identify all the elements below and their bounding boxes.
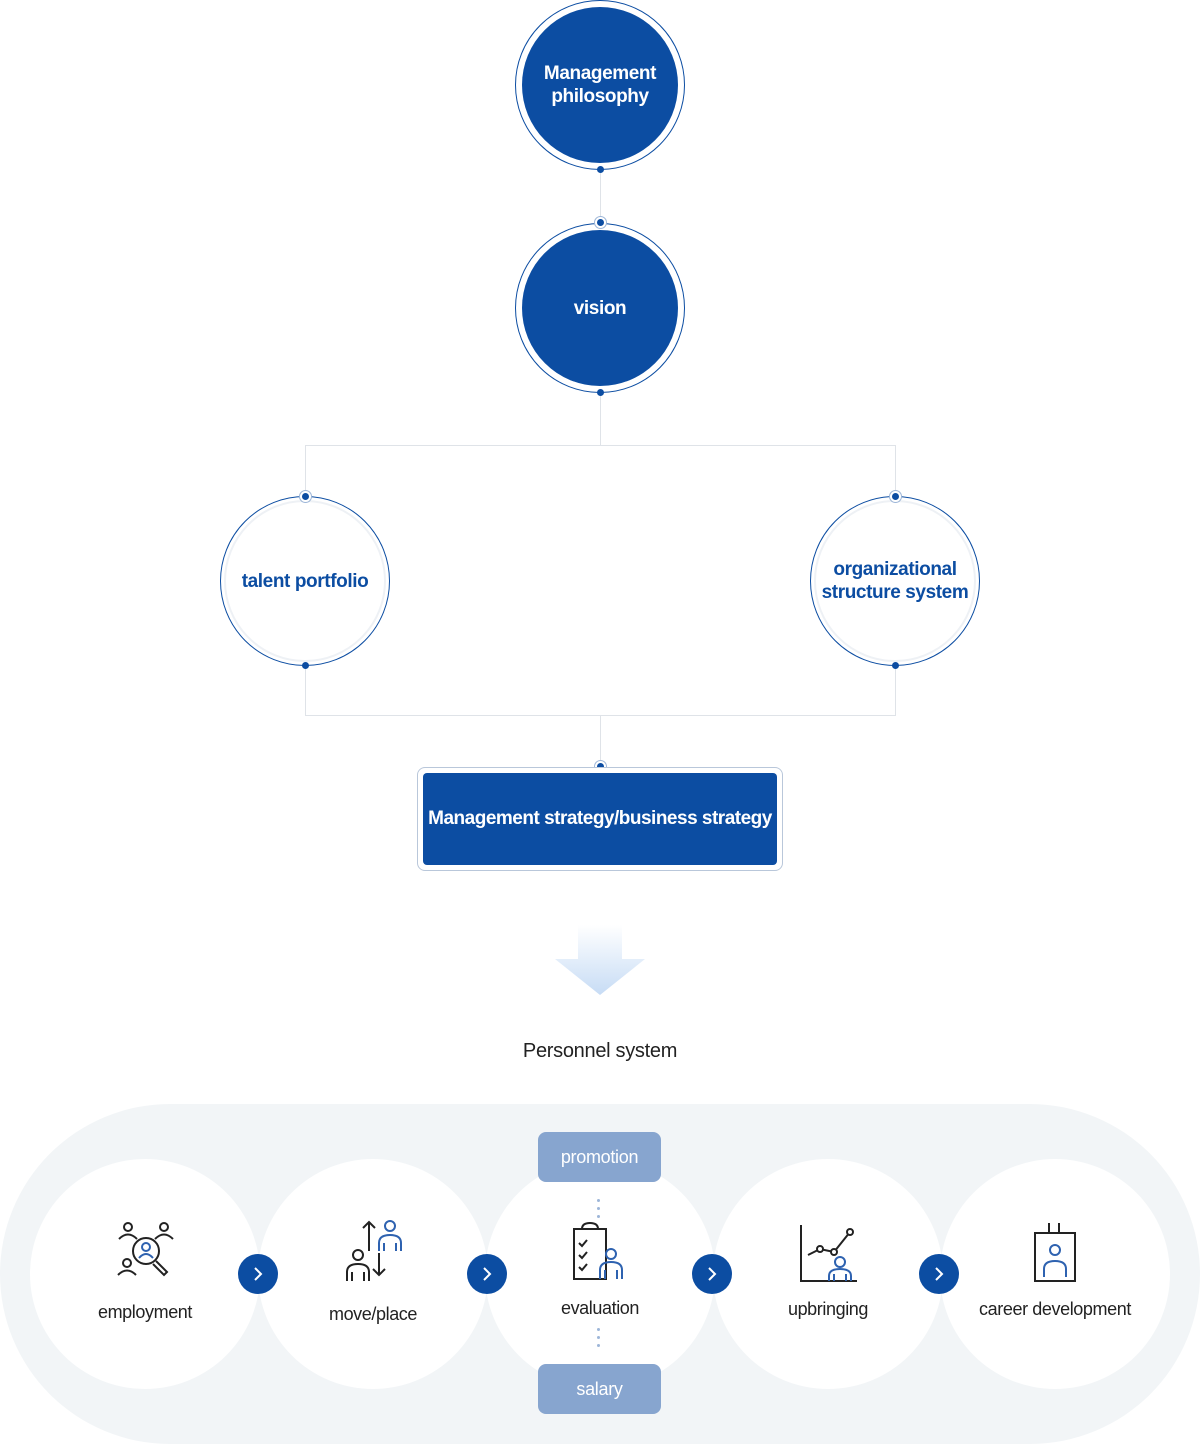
connector-merge-strategy [600, 715, 601, 767]
talent-circle-ring: talent portfolio [220, 496, 390, 666]
connector-dot [302, 493, 309, 500]
stage-label: upbringing [787, 1299, 869, 1319]
connector-dot [892, 493, 899, 500]
salary-label: salary [576, 1378, 623, 1399]
philosophy-circle-ring: Management philosophy [515, 0, 685, 170]
strategy-label: Management strategy/business strategy [428, 808, 772, 829]
employment-icon [117, 1222, 174, 1277]
promotion-label: promotion [560, 1146, 639, 1167]
org-label: organizational structure system [821, 559, 969, 603]
stage-evaluation: evaluation [485, 1159, 715, 1389]
dotted-connector-top [597, 1199, 601, 1223]
strategy-box-inner: Management strategy/business strategy [423, 773, 777, 865]
org-circle: organizational structure system [814, 500, 976, 662]
philosophy-label: Management philosophy [543, 63, 657, 107]
down-arrow-icon [555, 925, 645, 997]
salary-pill: salary [538, 1364, 661, 1414]
connector-vision-branch [600, 392, 601, 446]
promotion-pill: promotion [538, 1132, 661, 1182]
connector-dot [892, 662, 899, 669]
next-arrow-icon [467, 1254, 507, 1294]
stage-move-place: move/place [258, 1159, 488, 1389]
stage-upbringing: upbringing [713, 1159, 943, 1389]
stage-label: evaluation [560, 1298, 640, 1318]
connector-dot [597, 219, 604, 226]
connector-dot [302, 662, 309, 669]
connector-branch-left [305, 445, 306, 497]
vision-circle: vision [522, 230, 678, 386]
connector-dot [597, 389, 604, 396]
stage-employment: employment [30, 1159, 260, 1389]
personnel-system-title: Personnel system [522, 1040, 678, 1062]
career-development-icon [1034, 1223, 1076, 1282]
dotted-connector-bottom [597, 1328, 601, 1352]
org-circle-ring: organizational structure system [810, 496, 980, 666]
next-arrow-icon [692, 1254, 732, 1294]
stage-label: move/place [328, 1304, 418, 1324]
connector-merge-left [305, 666, 306, 716]
connector-dot [597, 763, 604, 770]
philosophy-circle: Management philosophy [522, 7, 678, 163]
connector-branch-top [305, 445, 896, 446]
connector-branch-right [895, 445, 896, 497]
stage-label: career development [979, 1299, 1131, 1319]
connector-merge-right [895, 666, 896, 716]
connector-dot [597, 166, 604, 173]
stage-label: employment [97, 1302, 193, 1322]
connector-philosophy-vision [600, 168, 601, 224]
talent-label: talent portfolio [241, 570, 369, 592]
strategy-box: Management strategy/business strategy [417, 767, 783, 871]
talent-circle: talent portfolio [224, 500, 386, 662]
stage-career-development: career development [940, 1159, 1170, 1389]
evaluation-icon [573, 1221, 623, 1280]
next-arrow-icon [238, 1254, 278, 1294]
upbringing-icon [800, 1225, 857, 1282]
vision-circle-ring: vision [515, 223, 685, 393]
vision-label: vision [573, 297, 627, 319]
next-arrow-icon [919, 1254, 959, 1294]
move-place-icon [346, 1220, 402, 1281]
